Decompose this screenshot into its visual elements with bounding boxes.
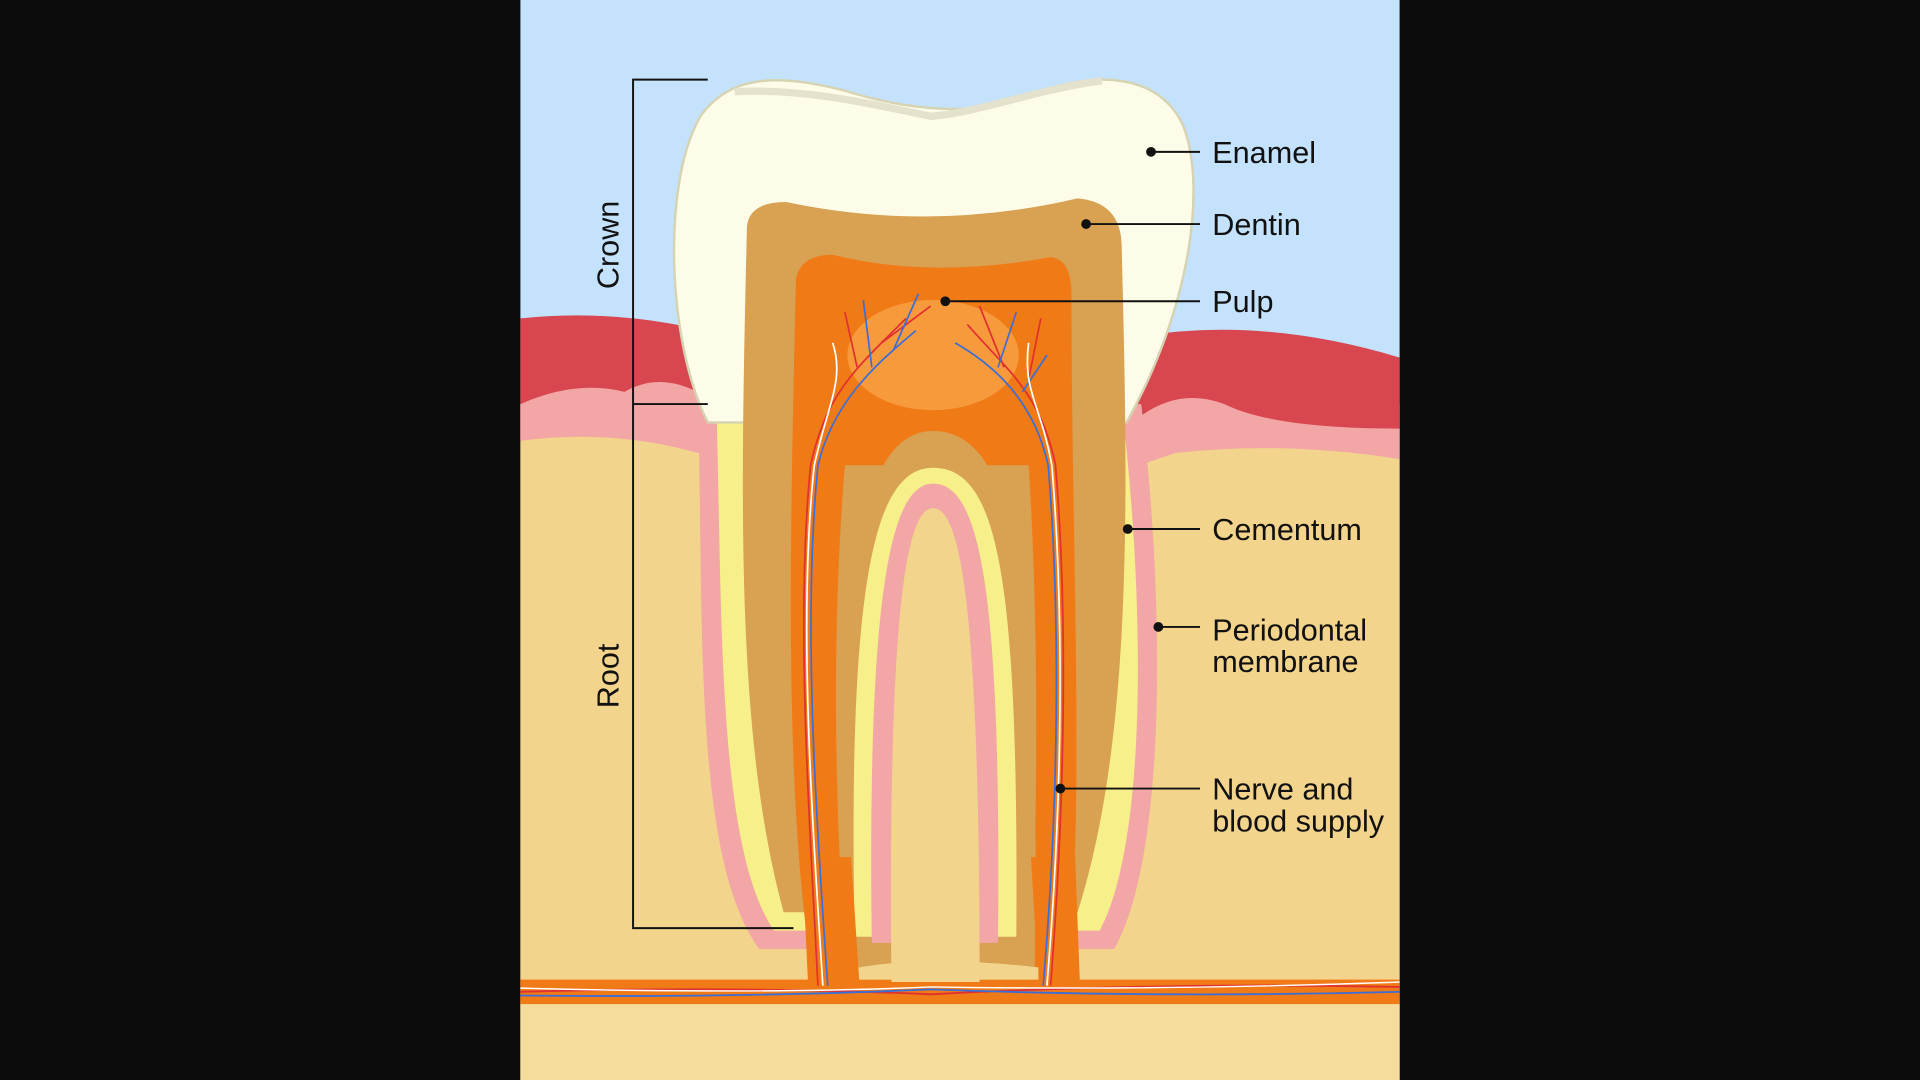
lower-bone — [520, 1001, 1400, 1080]
left-root-canal — [802, 857, 860, 986]
pulp — [790, 254, 1077, 980]
root-label: Root — [591, 643, 625, 708]
illustration-panel: Crown Root Enamel Dentin Pulp Cementum P… — [520, 0, 1400, 1080]
gum-left-pink — [520, 382, 733, 454]
enamel-label: Enamel — [1212, 136, 1316, 170]
periodontal-label-line2: membrane — [1212, 645, 1358, 679]
enamel-rim — [734, 77, 1103, 121]
pulp-label: Pulp — [1212, 285, 1273, 319]
crown-root-bracket: Crown Root — [591, 78, 794, 930]
nerve — [520, 981, 1400, 992]
periodontal-label-line1: Periodontal — [1212, 613, 1367, 647]
nerve-dot — [1055, 783, 1066, 794]
nerve-label-line1: Nerve and — [1212, 773, 1353, 807]
inner-bone-arch — [890, 508, 980, 983]
cementum-dot — [1122, 524, 1133, 534]
enamel-dot — [1146, 146, 1156, 157]
callouts: Enamel Dentin Pulp Cementum Periodontal … — [940, 136, 1385, 838]
vessel-band — [520, 979, 1400, 1005]
nerve-label-line2: blood supply — [1212, 804, 1385, 838]
crown-label: Crown — [591, 201, 625, 289]
bone-between-roots — [859, 961, 1039, 980]
vein — [520, 988, 1400, 997]
pulp-chamber-highlight — [847, 300, 1019, 411]
cementum-label: Cementum — [1212, 513, 1362, 547]
dentin-dot — [1081, 219, 1092, 229]
nerve-and-blood-vessels — [802, 293, 1065, 986]
dentin-label: Dentin — [1212, 208, 1300, 242]
pulp-dot — [940, 296, 951, 307]
periodontal-dot — [1153, 622, 1164, 632]
gum-right-pink — [1132, 397, 1400, 466]
